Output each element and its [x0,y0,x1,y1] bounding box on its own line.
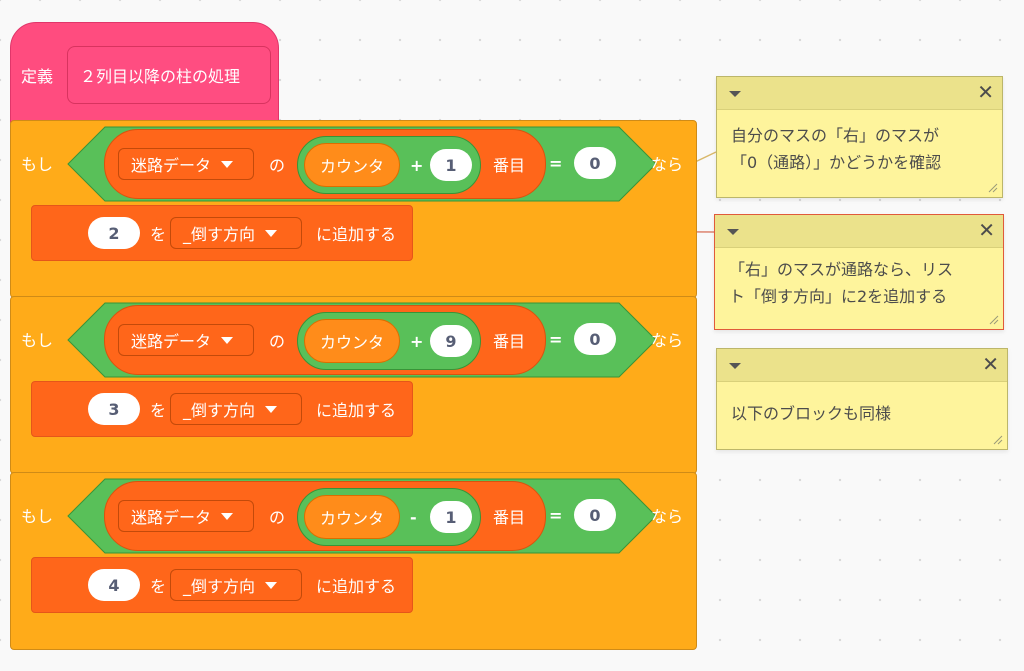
variable-reporter[interactable]: カウンタ [304,143,400,187]
comment-line: 「右」のマスが通路なら、リス [729,260,954,279]
chevron-down-icon [265,405,278,413]
variable-reporter[interactable]: カウンタ [304,319,400,363]
chevron-down-icon [265,229,278,237]
comment-3[interactable]: ✕ 以下のブロックも同様 [716,348,1008,450]
target-list-dropdown[interactable]: _倒す方向 [170,393,302,425]
number-input[interactable]: 9 [430,325,472,357]
target-list-dropdown[interactable]: _倒す方向 [170,217,302,249]
list-dropdown-label: 迷路データ [131,508,212,527]
comment-header[interactable]: ✕ [717,77,1002,110]
custom-block-name: ２列目以降の柱の処理 [80,67,241,86]
define-block[interactable]: 定義 ２列目以降の柱の処理 [10,22,279,128]
operator-symbol: - [410,507,417,527]
add-to-list-block[interactable]: 2 を _倒す方向 に追加する [31,205,413,261]
variable-reporter[interactable]: カウンタ [304,495,400,539]
item-label: 番目 [493,508,526,527]
compare-value-input[interactable]: 0 [574,147,616,179]
if-block-3[interactable]: もし 迷路データ の カウンタ - 1 番目 = 0 なら 4 を _倒す方向 … [10,472,697,650]
comment-line: ト「倒す方向」に2を追加する [729,287,948,306]
item-of-list-reporter[interactable]: 迷路データ の カウンタ + 9 番目 [104,305,546,375]
add-value-input[interactable]: 2 [88,217,140,249]
target-list-label: _倒す方向 [183,225,256,244]
item-of-list-reporter[interactable]: 迷路データ の カウンタ - 1 番目 [104,481,546,551]
add-to-list-block[interactable]: 4 を _倒す方向 に追加する [31,557,413,613]
wo-label: を [150,577,167,596]
if-block-2[interactable]: もし 迷路データ の カウンタ + 9 番目 = 0 なら 3 を _倒す方向 … [10,296,697,474]
target-list-label: _倒す方向 [183,401,256,420]
then-label: なら [651,507,684,526]
add-value-input[interactable]: 3 [88,393,140,425]
number-input[interactable]: 1 [430,149,472,181]
collapse-arrow-icon[interactable] [729,363,741,369]
compare-value-input[interactable]: 0 [574,323,616,355]
comment-1[interactable]: ✕ 自分のマスの「右」のマスが 「0（通路）」かどうかを確認 [716,76,1003,198]
resize-handle-icon[interactable] [989,315,999,325]
add-label: に追加する [316,577,397,596]
chevron-down-icon [221,336,234,344]
chevron-down-icon [265,581,278,589]
operator-symbol: + [410,331,424,351]
custom-block-prototype[interactable]: ２列目以降の柱の処理 [67,46,271,104]
variable-name: カウンタ [319,509,384,528]
operator-symbol: + [410,155,424,175]
close-icon[interactable]: ✕ [982,352,999,376]
add-to-list-block[interactable]: 3 を _倒す方向 に追加する [31,381,413,437]
variable-name: カウンタ [319,333,384,352]
wo-label: を [150,225,167,244]
list-dropdown[interactable]: 迷路データ [118,500,254,532]
if-label: もし [21,507,54,526]
of-label: の [269,508,286,527]
then-label: なら [651,331,684,350]
add-value-input[interactable]: 4 [88,569,140,601]
comment-header[interactable]: ✕ [715,215,1003,248]
list-dropdown-label: 迷路データ [131,332,212,351]
number-input[interactable]: 1 [430,501,472,533]
add-label: に追加する [316,401,397,420]
resize-handle-icon[interactable] [988,183,998,193]
variable-name: カウンタ [319,157,384,176]
add-operator[interactable]: カウンタ + 1 [297,136,481,194]
equals-symbol: = [549,329,563,349]
list-dropdown-label: 迷路データ [131,156,212,175]
of-label: の [269,332,286,351]
comment-2[interactable]: ✕ 「右」のマスが通路なら、リス ト「倒す方向」に2を追加する [714,214,1004,330]
collapse-arrow-icon[interactable] [729,91,741,97]
of-label: の [269,156,286,175]
if-block-1[interactable]: もし 迷路データ の カウンタ + 1 番目 = 0 なら 2 を _倒す方向 … [10,120,697,298]
list-dropdown[interactable]: 迷路データ [118,324,254,356]
equals-symbol: = [549,153,563,173]
add-operator[interactable]: カウンタ + 9 [297,312,481,370]
subtract-operator[interactable]: カウンタ - 1 [297,488,481,546]
if-label: もし [21,155,54,174]
equals-symbol: = [549,505,563,525]
item-label: 番目 [493,156,526,175]
collapse-arrow-icon[interactable] [727,229,739,235]
if-label: もし [21,331,54,350]
wo-label: を [150,401,167,420]
then-label: なら [651,155,684,174]
comment-line: 自分のマスの「右」のマスが [731,126,940,145]
close-icon[interactable]: ✕ [978,218,995,242]
comment-text[interactable]: 以下のブロックも同様 [717,382,1007,439]
comment-line: 「0（通路）」かどうかを確認 [731,153,942,172]
comment-text[interactable]: 自分のマスの「右」のマスが 「0（通路）」かどうかを確認 [717,110,1002,188]
comment-line: 以下のブロックも同様 [731,404,892,423]
add-label: に追加する [316,225,397,244]
item-of-list-reporter[interactable]: 迷路データ の カウンタ + 1 番目 [104,129,546,199]
chevron-down-icon [221,512,234,520]
target-list-label: _倒す方向 [183,577,256,596]
compare-value-input[interactable]: 0 [574,499,616,531]
comment-header[interactable]: ✕ [717,349,1007,382]
define-label: 定義 [21,67,54,86]
resize-handle-icon[interactable] [993,435,1003,445]
item-label: 番目 [493,332,526,351]
target-list-dropdown[interactable]: _倒す方向 [170,569,302,601]
comment-text[interactable]: 「右」のマスが通路なら、リス ト「倒す方向」に2を追加する [715,248,1003,322]
chevron-down-icon [221,160,234,168]
close-icon[interactable]: ✕ [977,80,994,104]
list-dropdown[interactable]: 迷路データ [118,148,254,180]
